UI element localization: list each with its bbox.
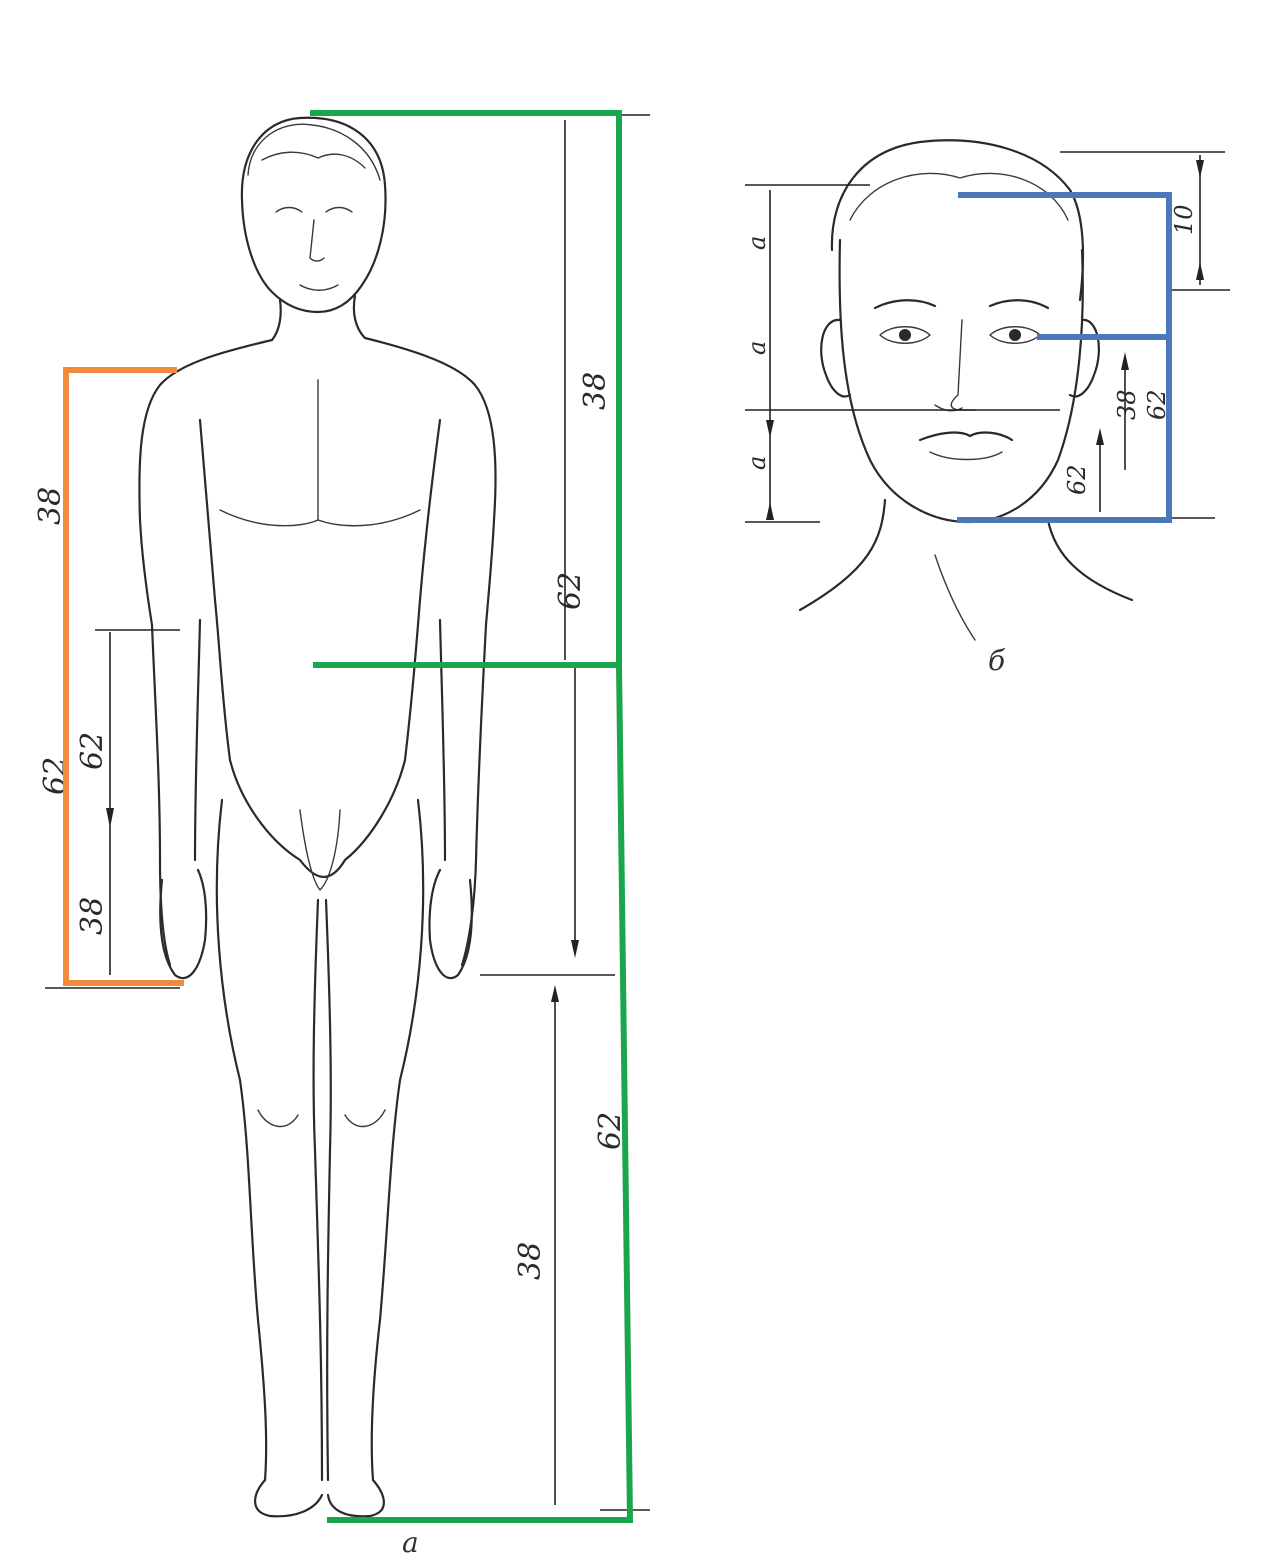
face-figure <box>800 140 1132 640</box>
label-10-hairline: 10 <box>1170 204 1198 235</box>
overlay-green <box>313 113 630 1520</box>
label-a-low: a <box>743 456 771 470</box>
body-dimension-lines <box>45 115 650 1510</box>
label-38-arm-upper: 38 <box>33 487 68 525</box>
label-38-torso: 38 <box>578 372 613 410</box>
label-38-legs: 38 <box>513 1242 548 1280</box>
label-38-face: 38 <box>1113 389 1141 420</box>
label-62-arm-lower: 62 <box>75 732 110 770</box>
face-labels: 10 a a a 62 38 62 б <box>743 204 1198 677</box>
label-62-face-low: 62 <box>1063 464 1091 495</box>
body-figure <box>139 118 495 1517</box>
orange-bracket-arm <box>66 370 181 983</box>
label-62-upper: 62 <box>553 572 588 610</box>
body-labels: 38 62 62 38 38 62 62 38 a <box>33 372 628 1559</box>
caption-face: б <box>988 644 1006 677</box>
label-a-top: a <box>743 236 771 250</box>
overlay-orange <box>66 370 181 983</box>
label-38-hand: 38 <box>75 897 110 935</box>
label-a-mid: a <box>743 341 771 355</box>
green-bracket-legs <box>330 665 630 1520</box>
caption-body: a <box>402 1526 419 1559</box>
